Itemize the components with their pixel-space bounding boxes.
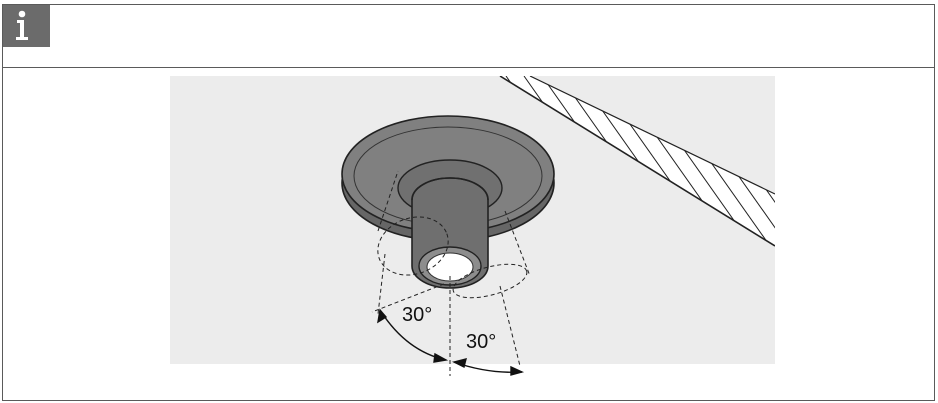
nozzle-flange (341, 115, 555, 242)
angle-right-label: 30° (466, 331, 496, 353)
header-divider (2, 67, 935, 68)
nozzle-illustration: 30° 30° (170, 76, 775, 376)
info-icon (3, 5, 50, 47)
swivel-range-lines (371, 170, 531, 376)
angle-dimensions (377, 308, 525, 376)
nozzle-cylinder (411, 177, 489, 289)
notice-frame (2, 4, 935, 401)
angle-left-label: 30° (402, 304, 432, 326)
